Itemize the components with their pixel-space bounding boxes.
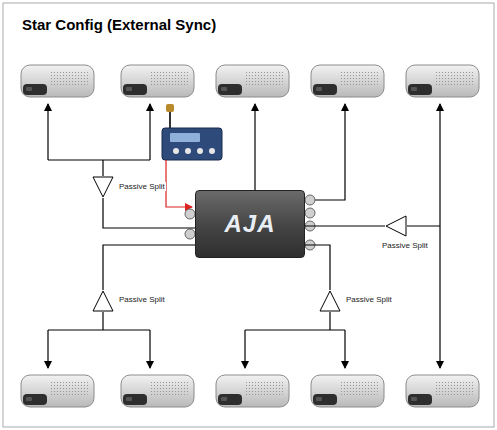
splitter-label: Passive Split [118, 295, 166, 304]
triangle-outline [93, 291, 113, 311]
signal-wire [103, 198, 195, 228]
triangle-outline [320, 291, 340, 311]
splitter-triangle [92, 176, 114, 198]
splitter-label: Passive Split [345, 295, 393, 304]
splitter-triangle [92, 290, 114, 312]
passive-splitter: Passive Split [319, 290, 341, 312]
splitter-triangle [319, 290, 341, 312]
splitter-label: Passive Split [118, 182, 166, 191]
device-logo: AJA [224, 210, 275, 238]
passive-splitter: Passive Split [385, 215, 407, 237]
splitter-triangle [385, 215, 407, 237]
device-box: AJA [195, 190, 305, 258]
signal-wire [305, 245, 330, 290]
signal-wire [103, 245, 195, 290]
passive-splitter: Passive Split [92, 176, 114, 198]
passive-splitter: Passive Split [92, 290, 114, 312]
signal-wire [305, 225, 385, 226]
diagram-title: Star Config (External Sync) [22, 16, 216, 33]
triangle-outline [386, 216, 406, 236]
splitter-label: Passive Split [381, 241, 429, 250]
triangle-outline [93, 177, 113, 197]
